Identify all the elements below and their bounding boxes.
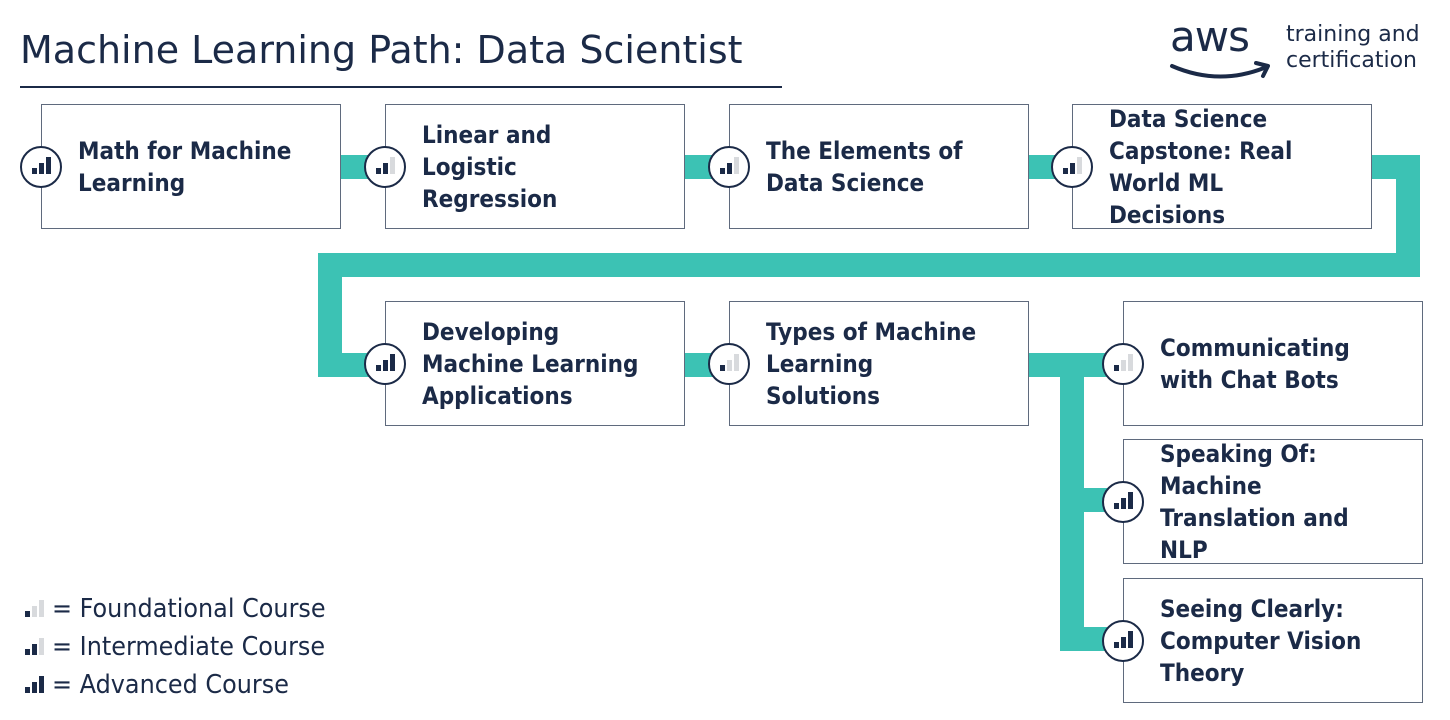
course-title: Developing Machine Learning Applications: [422, 317, 639, 410]
level-intermediate-icon: [364, 145, 406, 188]
course-title: Types of Machine Learning Solutions: [766, 317, 977, 410]
title-underline: [20, 86, 782, 88]
legend: = Foundational Course = Intermediate Cou…: [22, 590, 349, 704]
course-card[interactable]: Seeing Clearly: Computer Vision Theory: [1102, 578, 1423, 703]
course-title: Seeing Clearly: Computer Vision Theory: [1160, 594, 1362, 687]
logo-wordmark: aws: [1170, 12, 1250, 61]
course-card[interactable]: Linear and Logistic Regression: [364, 104, 685, 229]
logo-text-line2: certification: [1286, 48, 1417, 73]
course-title: Speaking Of: Machine Translation and NLP: [1160, 439, 1349, 564]
course-title: Math for Machine Learning: [78, 136, 292, 197]
connector-row-wrap: [318, 253, 1420, 277]
level-advanced-icon: [22, 675, 52, 695]
level-foundational-icon: [1102, 342, 1144, 385]
aws-training-logo: aws training and certification: [1168, 12, 1430, 88]
course-title: Linear and Logistic Regression: [422, 120, 558, 213]
legend-label: = Intermediate Course: [52, 632, 326, 662]
legend-label: = Advanced Course: [52, 670, 289, 700]
level-intermediate-icon: [1051, 145, 1093, 188]
level-advanced-icon: [1102, 619, 1144, 662]
level-foundational-icon: [708, 342, 750, 385]
course-title: Data Science Capstone: Real World ML Dec…: [1109, 104, 1293, 229]
legend-item-advanced: = Advanced Course: [22, 666, 349, 704]
course-card[interactable]: Developing Machine Learning Applications: [364, 301, 685, 426]
course-card[interactable]: Data Science Capstone: Real World ML Dec…: [1051, 104, 1372, 229]
level-intermediate-icon: [708, 145, 750, 188]
logo-text-line1: training and: [1286, 22, 1420, 47]
legend-label: = Foundational Course: [52, 594, 326, 624]
smile-arrow-icon: [1170, 61, 1270, 79]
legend-item-foundational: = Foundational Course: [22, 590, 349, 628]
course-card[interactable]: Speaking Of: Machine Translation and NLP: [1102, 439, 1423, 564]
course-card[interactable]: The Elements of Data Science: [708, 104, 1029, 229]
course-title: Communicating with Chat Bots: [1160, 333, 1350, 394]
course-card[interactable]: Types of Machine Learning Solutions: [708, 301, 1029, 426]
course-card[interactable]: Math for Machine Learning: [20, 104, 341, 229]
page-title: Machine Learning Path: Data Scientist: [20, 28, 743, 72]
level-intermediate-icon: [22, 637, 52, 657]
level-advanced-icon: [1102, 480, 1144, 523]
level-advanced-icon: [20, 145, 62, 188]
course-card[interactable]: Communicating with Chat Bots: [1102, 301, 1423, 426]
legend-item-intermediate: = Intermediate Course: [22, 628, 349, 666]
level-foundational-icon: [22, 599, 52, 619]
level-advanced-icon: [364, 342, 406, 385]
course-title: The Elements of Data Science: [766, 136, 963, 197]
